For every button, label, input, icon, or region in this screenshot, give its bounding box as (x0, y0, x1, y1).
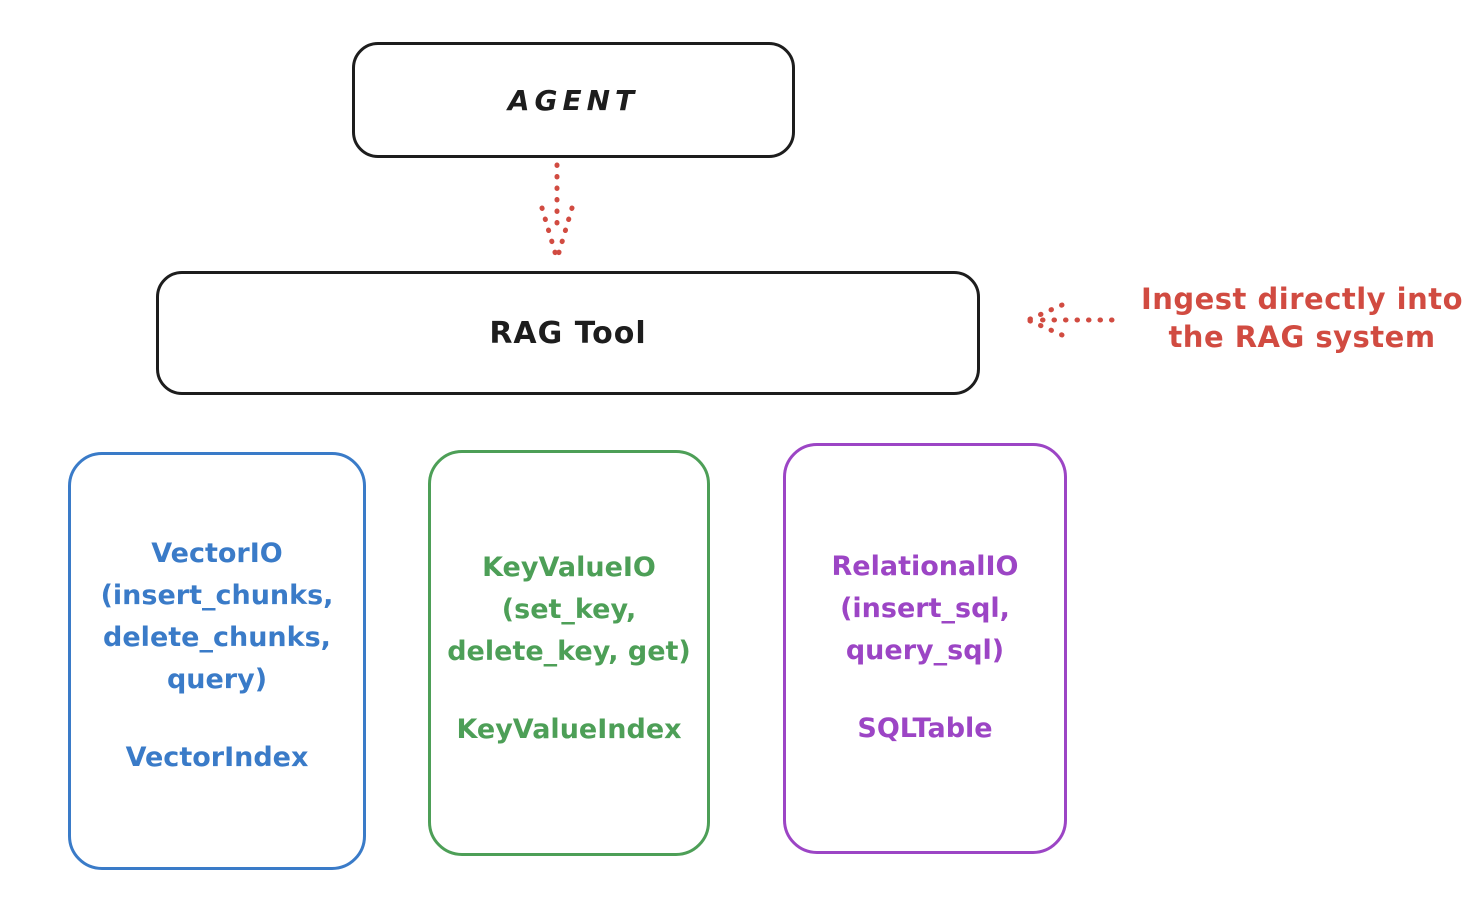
vector-io-label: VectorIO (insert_chunks, delete_chunks, … (100, 538, 334, 695)
ingest-annotation: Ingest directly into the RAG system (1128, 280, 1476, 356)
keyvalue-io-box: KeyValueIO (set_key, delete_key, get) Ke… (428, 450, 710, 856)
sql-table-label: SQLTable (857, 713, 993, 744)
agent-label: AGENT (507, 83, 640, 117)
rag-tool-box: RAG Tool (156, 271, 980, 395)
relational-io-label: RelationalIO (insert_sql, query_sql) (831, 551, 1019, 666)
keyvalue-index-label: KeyValueIndex (456, 714, 682, 745)
arrow-left-dotted-icon (1025, 302, 1115, 338)
vector-io-box: VectorIO (insert_chunks, delete_chunks, … (68, 452, 366, 870)
ingest-annotation-line2: the RAG system (1168, 320, 1436, 354)
ingest-annotation-line1: Ingest directly into (1140, 282, 1464, 316)
arrow-down-dotted-icon (539, 162, 575, 262)
agent-box: AGENT (352, 42, 795, 158)
vector-index-label: VectorIndex (125, 742, 309, 773)
relational-io-box: RelationalIO (insert_sql, query_sql) SQL… (783, 443, 1067, 854)
rag-tool-label: RAG Tool (489, 315, 647, 351)
keyvalue-io-label: KeyValueIO (set_key, delete_key, get) (447, 552, 691, 667)
